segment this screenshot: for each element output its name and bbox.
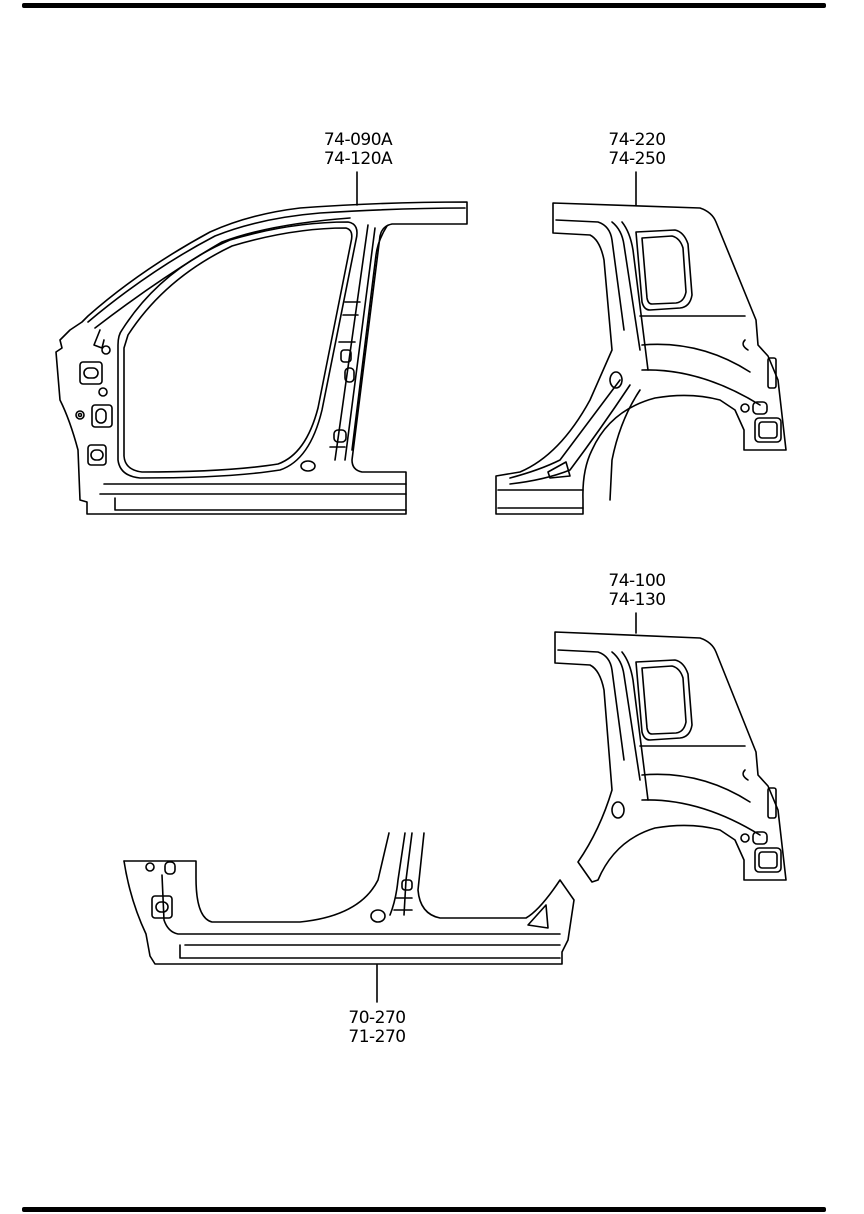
part-number: 74-130 xyxy=(608,590,666,610)
part-number: 74-090A xyxy=(323,130,393,150)
part-number: 71-270 xyxy=(348,1027,406,1047)
callout-side-sill[interactable]: 70-270 71-270 xyxy=(337,1009,417,1047)
front-side-panel-drawing[interactable] xyxy=(55,171,468,515)
top-border-rule xyxy=(22,3,826,8)
side-sill-panel-drawing[interactable] xyxy=(123,832,575,1003)
part-number: 74-100 xyxy=(608,571,666,591)
rear-quarter-panel-lower-drawing[interactable] xyxy=(554,612,787,883)
part-number: 74-220 xyxy=(608,130,666,150)
part-number: 70-270 xyxy=(348,1008,406,1028)
bottom-border-rule xyxy=(22,1207,826,1212)
rear-quarter-panel-upper-drawing[interactable] xyxy=(495,171,787,515)
callout-rear-quarter-upper[interactable]: 74-220 74-250 xyxy=(597,131,677,169)
part-number: 74-120A xyxy=(323,149,393,169)
callout-front-side-panel[interactable]: 74-090A 74-120A xyxy=(318,131,398,169)
callout-rear-quarter-lower[interactable]: 74-100 74-130 xyxy=(597,572,677,610)
part-number: 74-250 xyxy=(608,149,666,169)
